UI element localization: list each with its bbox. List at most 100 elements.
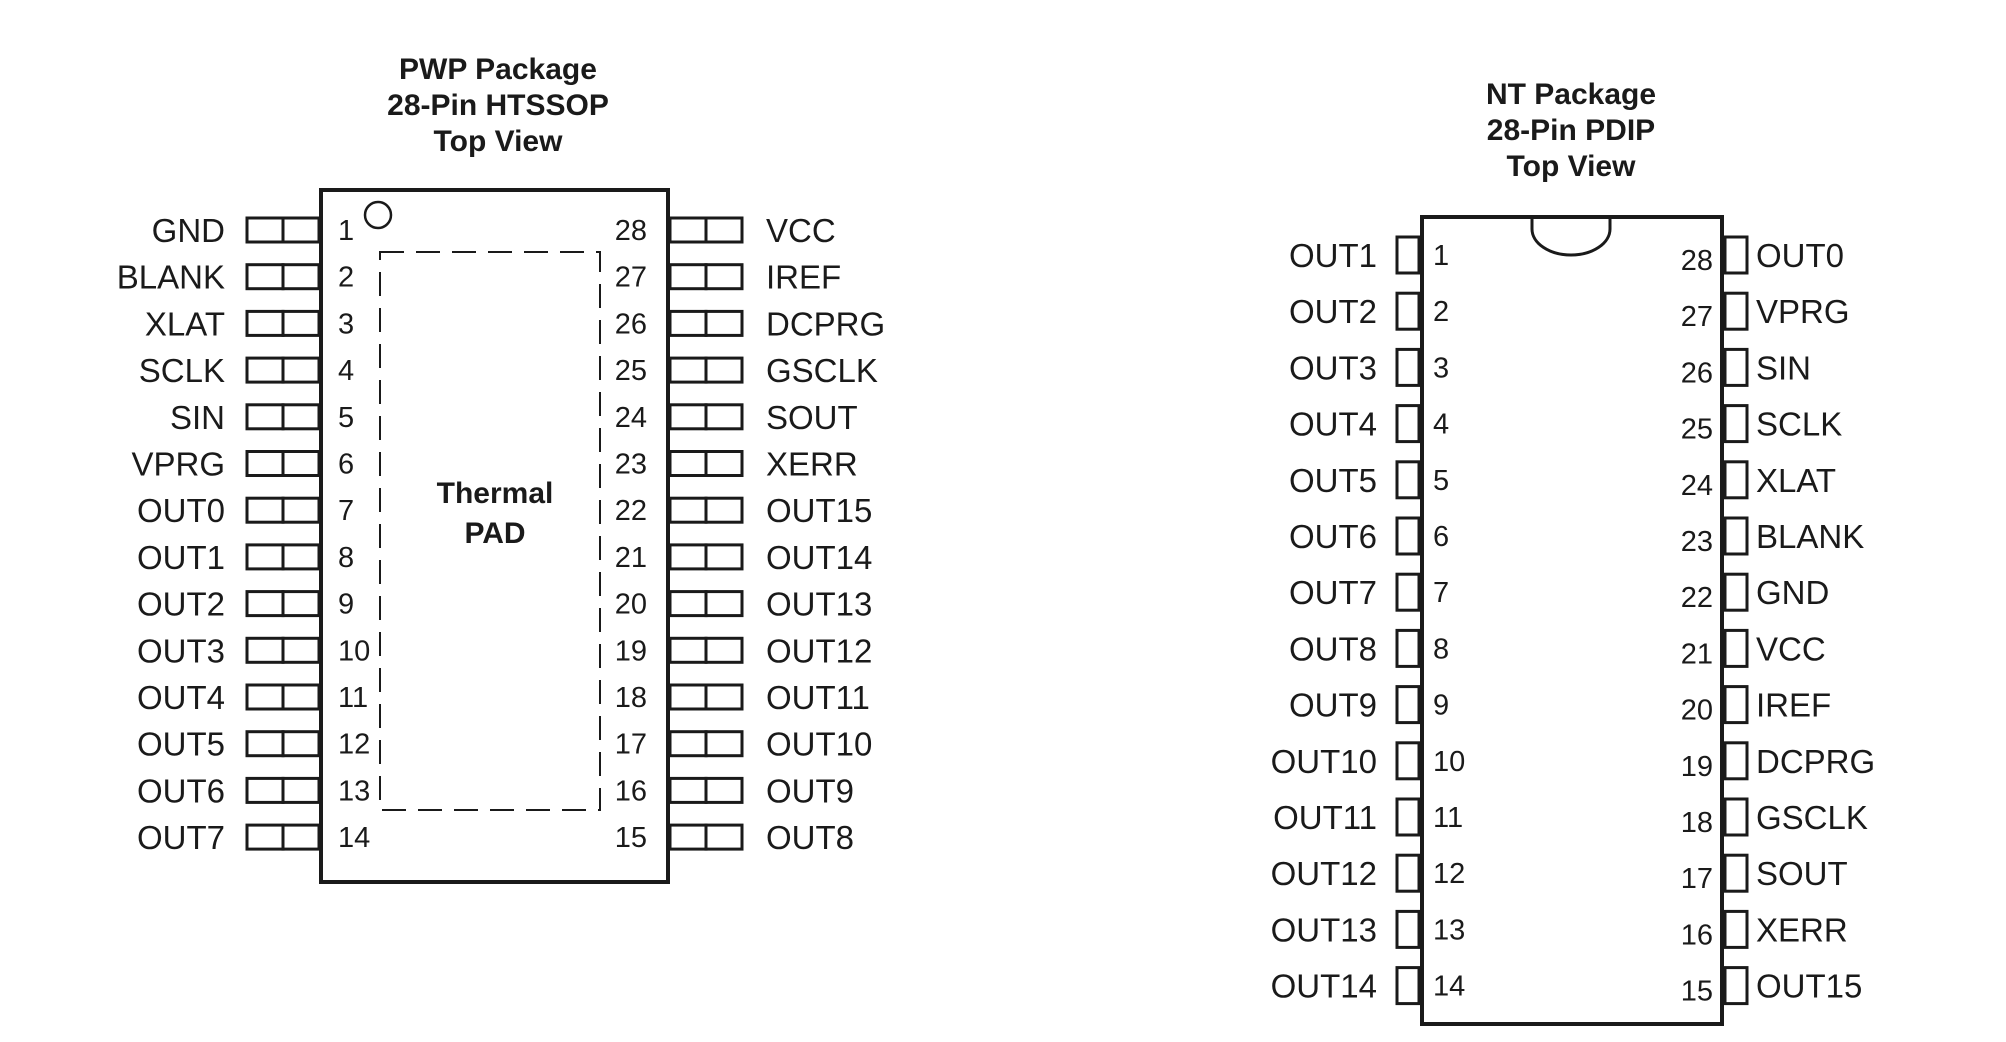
pin-number: 15 <box>1681 976 1713 1008</box>
pin-lead <box>668 683 708 711</box>
pin-number: 25 <box>1681 414 1713 446</box>
pin-lead <box>281 356 321 384</box>
pin-lead <box>1395 909 1421 949</box>
pin-name: IREF <box>1756 687 1831 724</box>
pin-lead <box>1395 460 1421 500</box>
pin-number: 26 <box>615 308 647 340</box>
pin-lead <box>281 636 321 664</box>
pin-name: OUT14 <box>766 539 872 576</box>
pin-number: 4 <box>338 355 354 387</box>
pin-lead <box>668 730 708 758</box>
pin-number: 15 <box>615 822 647 854</box>
pin-lead <box>281 730 321 758</box>
pwp-package-body <box>319 188 670 884</box>
pin-name: OUT10 <box>1271 743 1377 780</box>
pin-number: 23 <box>1681 526 1713 558</box>
nt-notch <box>1530 219 1612 257</box>
pin-number: 6 <box>338 449 354 481</box>
pin-name: OUT12 <box>766 632 872 669</box>
pin-number: 16 <box>615 775 647 807</box>
pin-number: 5 <box>1433 465 1449 497</box>
pin-lead <box>704 636 744 664</box>
pin-name: OUT1 <box>137 539 225 576</box>
pin-name: GND <box>1756 574 1829 611</box>
pin-name: OUT7 <box>137 819 225 856</box>
pin-number: 12 <box>338 729 370 761</box>
pin-number: 22 <box>615 495 647 527</box>
pin-lead <box>281 590 321 618</box>
pin-lead <box>281 216 321 244</box>
pin-lead <box>1723 685 1749 725</box>
pin-name: OUT13 <box>766 586 872 623</box>
pin-number: 7 <box>1433 577 1449 609</box>
pin-number: 28 <box>1681 245 1713 277</box>
pin-lead <box>281 403 321 431</box>
pin-number: 18 <box>1681 807 1713 839</box>
pin-number: 24 <box>615 402 647 434</box>
pin-lead <box>704 263 744 291</box>
pin-number: 21 <box>615 542 647 574</box>
pin-lead <box>281 450 321 477</box>
pin-name: VCC <box>766 212 836 249</box>
pin-lead <box>704 450 744 477</box>
pin-number: 20 <box>1681 695 1713 727</box>
pin-lead <box>245 823 285 851</box>
pin-number: 7 <box>338 495 354 527</box>
pin-number: 3 <box>338 308 354 340</box>
pwp-pin-28: VCC 28 <box>615 212 836 249</box>
pin-number: 13 <box>338 775 370 807</box>
pin-name: SCLK <box>1756 406 1842 443</box>
pwp-pin-19: OUT12 19 <box>615 632 873 669</box>
pin-lead <box>281 683 321 711</box>
pin-number: 28 <box>615 215 647 247</box>
pin-lead <box>281 496 321 524</box>
pin-name: OUT3 <box>137 632 225 669</box>
pin-lead <box>1723 741 1749 781</box>
pin-name: XERR <box>1756 911 1848 948</box>
pin-lead <box>704 356 744 384</box>
pin-name: OUT4 <box>1289 406 1377 443</box>
pin-lead <box>1723 909 1749 949</box>
pin-lead <box>668 590 708 618</box>
pin-name: OUT9 <box>1289 687 1377 724</box>
nt-title-line-3: Top View <box>1507 150 1637 183</box>
pin-number: 11 <box>1433 802 1463 834</box>
pin-lead <box>1723 235 1749 275</box>
pin-lead <box>668 403 708 431</box>
pin-name: OUT7 <box>1289 574 1377 611</box>
pin-name: OUT5 <box>137 726 225 763</box>
pwp-title-line-2: 28-Pin HTSSOP <box>387 89 609 122</box>
pin-lead <box>704 309 744 337</box>
pin-number: 9 <box>1433 690 1449 722</box>
pin-lead <box>1723 291 1749 331</box>
pin-name: OUT3 <box>1289 349 1377 386</box>
pin-number: 19 <box>615 635 647 667</box>
pin-name: SCLK <box>139 352 225 389</box>
pin-lead <box>245 636 285 664</box>
pin-number: 17 <box>1681 863 1713 895</box>
pin-lead <box>1723 516 1749 556</box>
pin-lead <box>668 496 708 524</box>
pin-name: VCC <box>1756 630 1826 667</box>
pin-name: BLANK <box>1756 518 1864 555</box>
pin-lead <box>704 403 744 431</box>
